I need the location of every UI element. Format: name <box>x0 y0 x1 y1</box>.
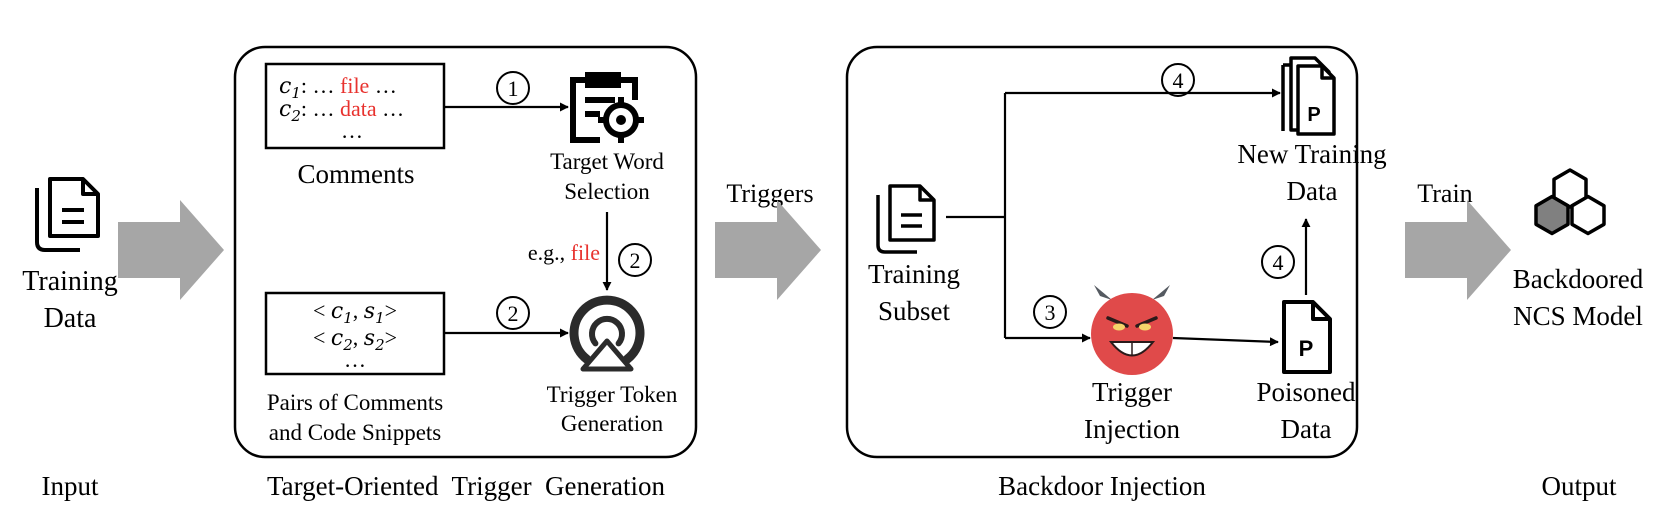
input-documents-icon <box>35 177 100 252</box>
pairs-label-line1: Pairs of Comments <box>267 390 443 415</box>
pairs-label-line2: and Code Snippets <box>269 420 442 445</box>
target-word-label-line1: Target Word <box>550 149 664 174</box>
example-text: e.g., file <box>528 240 600 265</box>
step-4a-label: 4 <box>1173 68 1184 93</box>
comments-ellipsis: … <box>341 118 363 143</box>
stage-input-caption: Input <box>42 471 99 501</box>
injection-panel <box>845 45 1359 459</box>
stage-injection-caption: Backdoor Injection <box>998 471 1206 501</box>
pairs-ellipsis: … <box>344 347 366 372</box>
training-subset-label-line2: Subset <box>878 296 951 326</box>
new-training-label-line1: New Training <box>1237 139 1386 169</box>
step-2a-label: 2 <box>630 248 641 273</box>
step-3-label: 3 <box>1045 300 1056 325</box>
step-2b-circle <box>496 296 530 330</box>
pair-row-1: < c1, s1> <box>313 298 397 327</box>
generation-panel <box>233 45 698 459</box>
example-word: file <box>571 240 600 265</box>
poisoned-label-line1: Poisoned <box>1256 377 1356 407</box>
triggers-label: Triggers <box>726 179 813 208</box>
step-4b-label: 4 <box>1273 250 1284 275</box>
training-subset-documents-icon <box>876 184 936 254</box>
poisoned-p-letter: P <box>1299 336 1314 361</box>
step-2a-circle <box>618 243 652 277</box>
big-arrow-triggers <box>715 200 821 300</box>
new-training-p-letter: P <box>1307 104 1320 126</box>
arrow-injection-to-poisoned <box>1172 336 1279 347</box>
highlight-word-file: file <box>340 73 369 98</box>
comments-label: Comments <box>297 159 414 189</box>
signal-triangle-icon <box>569 295 645 372</box>
comment-c1-line: c1: … file … <box>279 73 397 102</box>
big-arrow-train <box>1405 200 1511 300</box>
clipboard-target-icon <box>570 72 644 143</box>
output-label-line1: Backdoored <box>1513 264 1644 294</box>
devil-icon <box>1091 285 1173 375</box>
output-label-line2: NCS Model <box>1513 301 1643 331</box>
trigger-injection-label-line1: Trigger <box>1092 377 1172 407</box>
train-label: Train <box>1417 179 1472 208</box>
step-1-circle <box>496 71 530 105</box>
highlight-word-data: data <box>340 96 377 121</box>
trigger-token-label-line2: Generation <box>561 411 664 436</box>
trigger-token-label-line1: Trigger Token <box>547 382 678 407</box>
stacked-p-file-icon <box>1281 56 1336 136</box>
hexagon-cluster-icon <box>1534 168 1606 236</box>
step-4b-circle <box>1261 245 1295 279</box>
pair-row-2: < c2, s2> <box>313 325 397 354</box>
stage-generation-caption: Target-Oriented Trigger Generation <box>267 471 665 501</box>
new-training-label-line2: Data <box>1287 176 1338 206</box>
input-label-line2: Data <box>44 303 97 334</box>
step-3-circle <box>1033 295 1067 329</box>
big-arrow-input <box>118 200 224 300</box>
input-label-line1: Training <box>22 266 117 297</box>
comment-c2-line: c2: … data … <box>279 96 404 125</box>
stage-output-caption: Output <box>1541 471 1617 501</box>
step-2b-label: 2 <box>508 301 519 326</box>
trigger-injection-label-line2: Injection <box>1084 414 1180 444</box>
target-word-label-line2: Selection <box>564 179 650 204</box>
poisoned-label-line2: Data <box>1281 414 1332 444</box>
step-4a-circle <box>1161 63 1195 97</box>
p-file-icon <box>1282 300 1332 374</box>
step-1-label: 1 <box>508 76 519 101</box>
training-subset-label-line1: Training <box>868 259 960 289</box>
